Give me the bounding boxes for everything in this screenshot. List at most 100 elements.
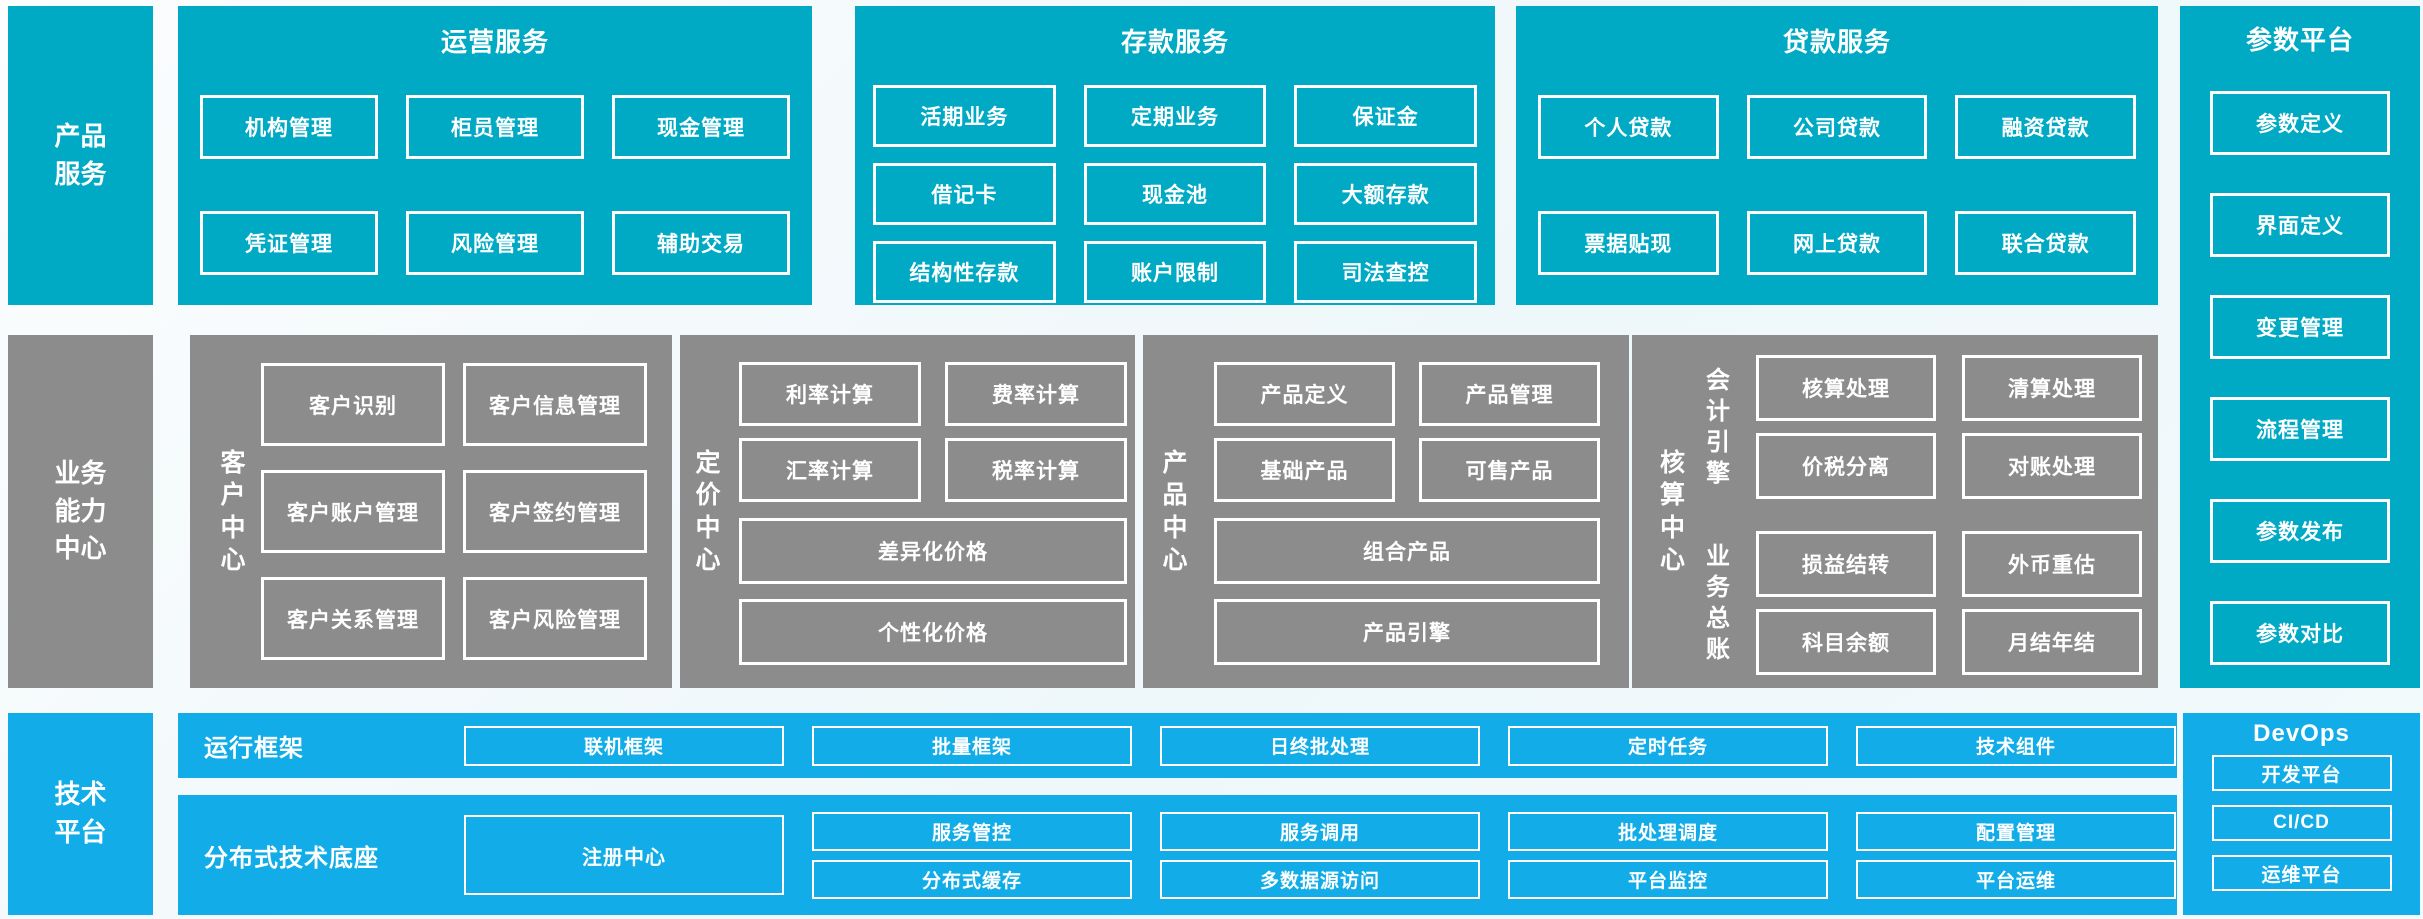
panel-deposit-services: 存款服务 活期业务 定期业务 保证金 借记卡 现金池 大额存款 结构性存款 账户… bbox=[855, 6, 1495, 305]
box-sellable-product: 可售产品 bbox=[1419, 438, 1600, 502]
box-accounting-process: 核算处理 bbox=[1756, 355, 1936, 421]
box-customer-contract-management: 客户签约管理 bbox=[463, 470, 647, 553]
row-label-product-services: 产品服务 bbox=[8, 6, 153, 305]
panel-title-deposit: 存款服务 bbox=[1120, 27, 1229, 57]
box-product-management: 产品管理 bbox=[1419, 362, 1600, 426]
box-subject-balance: 科目余额 bbox=[1756, 609, 1936, 675]
box-batch-scheduling: 批处理调度 bbox=[1508, 811, 1828, 851]
box-term-business: 定期业务 bbox=[1083, 85, 1267, 147]
box-price-tax-separation: 价税分离 bbox=[1756, 433, 1936, 499]
panel-title-parameter-platform: 参数平台 bbox=[2245, 25, 2354, 55]
row-label-business-capability-text: 业务能力中心 bbox=[54, 457, 107, 564]
box-customer-identification: 客户识别 bbox=[261, 363, 445, 446]
box-distributed-cache: 分布式缓存 bbox=[812, 859, 1132, 899]
box-customer-account-management: 客户账户管理 bbox=[261, 470, 445, 553]
box-syndicated-loan: 联合贷款 bbox=[1955, 211, 2136, 275]
label-customer-center: 客户中心 bbox=[220, 448, 246, 575]
row-label-product-services-text: 产品服务 bbox=[54, 120, 107, 189]
panel-title-operations: 运营服务 bbox=[440, 27, 549, 57]
box-scheduled-task: 定时任务 bbox=[1508, 725, 1828, 766]
label-distributed-base: 分布式技术底座 bbox=[204, 844, 379, 872]
box-large-deposit: 大额存款 bbox=[1294, 163, 1477, 225]
box-change-management: 变更管理 bbox=[2210, 295, 2390, 359]
box-service-invocation: 服务调用 bbox=[1160, 811, 1480, 851]
box-param-release: 参数发布 bbox=[2210, 499, 2390, 563]
row-label-business-capability: 业务能力中心 bbox=[8, 335, 153, 688]
box-customer-info-management: 客户信息管理 bbox=[463, 363, 647, 446]
label-accounting-center: 核算中心 bbox=[1659, 448, 1685, 575]
box-cash-management: 现金管理 bbox=[612, 95, 790, 159]
box-personalized-pricing: 个性化价格 bbox=[739, 599, 1127, 665]
box-eod-batch: 日终批处理 bbox=[1160, 725, 1480, 766]
panel-customer-center: 客户中心 客户识别 客户信息管理 客户账户管理 客户签约管理 客户关系管理 客户… bbox=[190, 335, 672, 688]
panel-operations-services: 运营服务 机构管理 柜员管理 现金管理 凭证管理 风险管理 辅助交易 bbox=[178, 6, 812, 305]
panel-parameter-platform: 参数平台 参数定义 界面定义 变更管理 流程管理 参数发布 参数对比 bbox=[2180, 6, 2420, 688]
box-foreign-currency-revaluation: 外币重估 bbox=[1962, 531, 2142, 597]
box-process-management: 流程管理 bbox=[2210, 397, 2390, 461]
panel-title-devops: DevOps bbox=[2253, 720, 2350, 747]
box-teller-management: 柜员管理 bbox=[406, 95, 584, 159]
box-exchange-rate-calc: 汇率计算 bbox=[739, 438, 921, 502]
box-account-restriction: 账户限制 bbox=[1083, 241, 1267, 303]
panel-product-center: 产品中心 产品定义 产品管理 基础产品 可售产品 组合产品 产品引擎 bbox=[1143, 335, 1629, 688]
box-fee-rate-calc: 费率计算 bbox=[945, 362, 1127, 426]
box-platform-ops: 平台运维 bbox=[1856, 859, 2176, 899]
box-demand-business: 活期业务 bbox=[873, 85, 1056, 147]
box-basic-product: 基础产品 bbox=[1214, 438, 1395, 502]
box-judicial-control: 司法查控 bbox=[1294, 241, 1477, 303]
box-tech-component: 技术组件 bbox=[1856, 725, 2176, 766]
box-service-control: 服务管控 bbox=[812, 811, 1132, 851]
label-accounting-engine: 会计引擎 bbox=[1706, 366, 1730, 488]
label-runtime-framework: 运行框架 bbox=[204, 735, 304, 762]
box-financing-loan: 融资贷款 bbox=[1955, 95, 2136, 159]
box-clearing-process: 清算处理 bbox=[1962, 355, 2142, 421]
box-bill-discount: 票据贴现 bbox=[1538, 211, 1719, 275]
box-risk-management: 风险管理 bbox=[406, 211, 584, 275]
box-ops-platform: 运维平台 bbox=[2211, 855, 2392, 891]
panel-runtime-framework: 运行框架 联机框架 批量框架 日终批处理 定时任务 技术组件 bbox=[178, 713, 2177, 778]
box-reconciliation-process: 对账处理 bbox=[1962, 433, 2142, 499]
box-voucher-management: 凭证管理 bbox=[200, 211, 378, 275]
box-platform-monitoring: 平台监控 bbox=[1508, 859, 1828, 899]
box-profit-loss-carryover: 损益结转 bbox=[1756, 531, 1936, 597]
row-label-technology-platform: 技术平台 bbox=[8, 713, 153, 915]
box-structured-deposit: 结构性存款 bbox=[873, 241, 1056, 303]
box-online-loan: 网上贷款 bbox=[1746, 211, 1928, 275]
panel-devops: DevOps 开发平台 CI/CD 运维平台 bbox=[2183, 713, 2420, 915]
panel-distributed-base: 分布式技术底座 注册中心 服务管控 分布式缓存 服务调用 多数据源访问 批处理调… bbox=[178, 795, 2177, 915]
box-margin-deposit: 保证金 bbox=[1294, 85, 1477, 147]
box-customer-relation-management: 客户关系管理 bbox=[261, 577, 445, 660]
box-interest-rate-calc: 利率计算 bbox=[739, 362, 921, 426]
panel-accounting-center: 核算中心 会计引擎 核算处理 清算处理 价税分离 对账处理 业务总账 损 bbox=[1632, 335, 2158, 688]
box-debit-card: 借记卡 bbox=[873, 163, 1056, 225]
label-pricing-center: 定价中心 bbox=[695, 448, 721, 575]
box-month-year-end: 月结年结 bbox=[1962, 609, 2142, 675]
panel-title-loan: 贷款服务 bbox=[1782, 27, 1891, 57]
box-combined-product: 组合产品 bbox=[1214, 518, 1600, 584]
box-param-compare: 参数对比 bbox=[2210, 601, 2390, 665]
box-dev-platform: 开发平台 bbox=[2211, 755, 2392, 791]
row-label-technology-platform-text: 技术平台 bbox=[54, 779, 107, 847]
panel-pricing-center: 定价中心 利率计算 费率计算 汇率计算 税率计算 差异化价格 个性化价格 bbox=[680, 335, 1135, 688]
box-cash-pool: 现金池 bbox=[1083, 163, 1267, 225]
box-tax-rate-calc: 税率计算 bbox=[945, 438, 1127, 502]
box-corporate-loan: 公司贷款 bbox=[1746, 95, 1928, 159]
box-config-management: 配置管理 bbox=[1856, 811, 2176, 851]
box-product-definition: 产品定义 bbox=[1214, 362, 1395, 426]
label-business-general-ledger: 业务总账 bbox=[1706, 542, 1730, 664]
box-online-framework: 联机框架 bbox=[464, 725, 784, 766]
box-differentiated-pricing: 差异化价格 bbox=[739, 518, 1127, 584]
box-auxiliary-transaction: 辅助交易 bbox=[612, 211, 790, 275]
label-product-center: 产品中心 bbox=[1162, 448, 1188, 575]
box-registry-center: 注册中心 bbox=[464, 815, 784, 895]
box-personal-loan: 个人贷款 bbox=[1538, 95, 1719, 159]
box-multi-datasource-access: 多数据源访问 bbox=[1160, 859, 1480, 899]
box-cicd: CI/CD bbox=[2211, 805, 2392, 841]
panel-loan-services: 贷款服务 个人贷款 公司贷款 融资贷款 票据贴现 网上贷款 联合贷款 bbox=[1516, 6, 2158, 305]
box-param-definition: 参数定义 bbox=[2210, 91, 2390, 155]
box-ui-definition: 界面定义 bbox=[2210, 193, 2390, 257]
box-product-engine: 产品引擎 bbox=[1214, 599, 1600, 665]
box-customer-risk-management: 客户风险管理 bbox=[463, 577, 647, 660]
box-institution-management: 机构管理 bbox=[200, 95, 378, 159]
